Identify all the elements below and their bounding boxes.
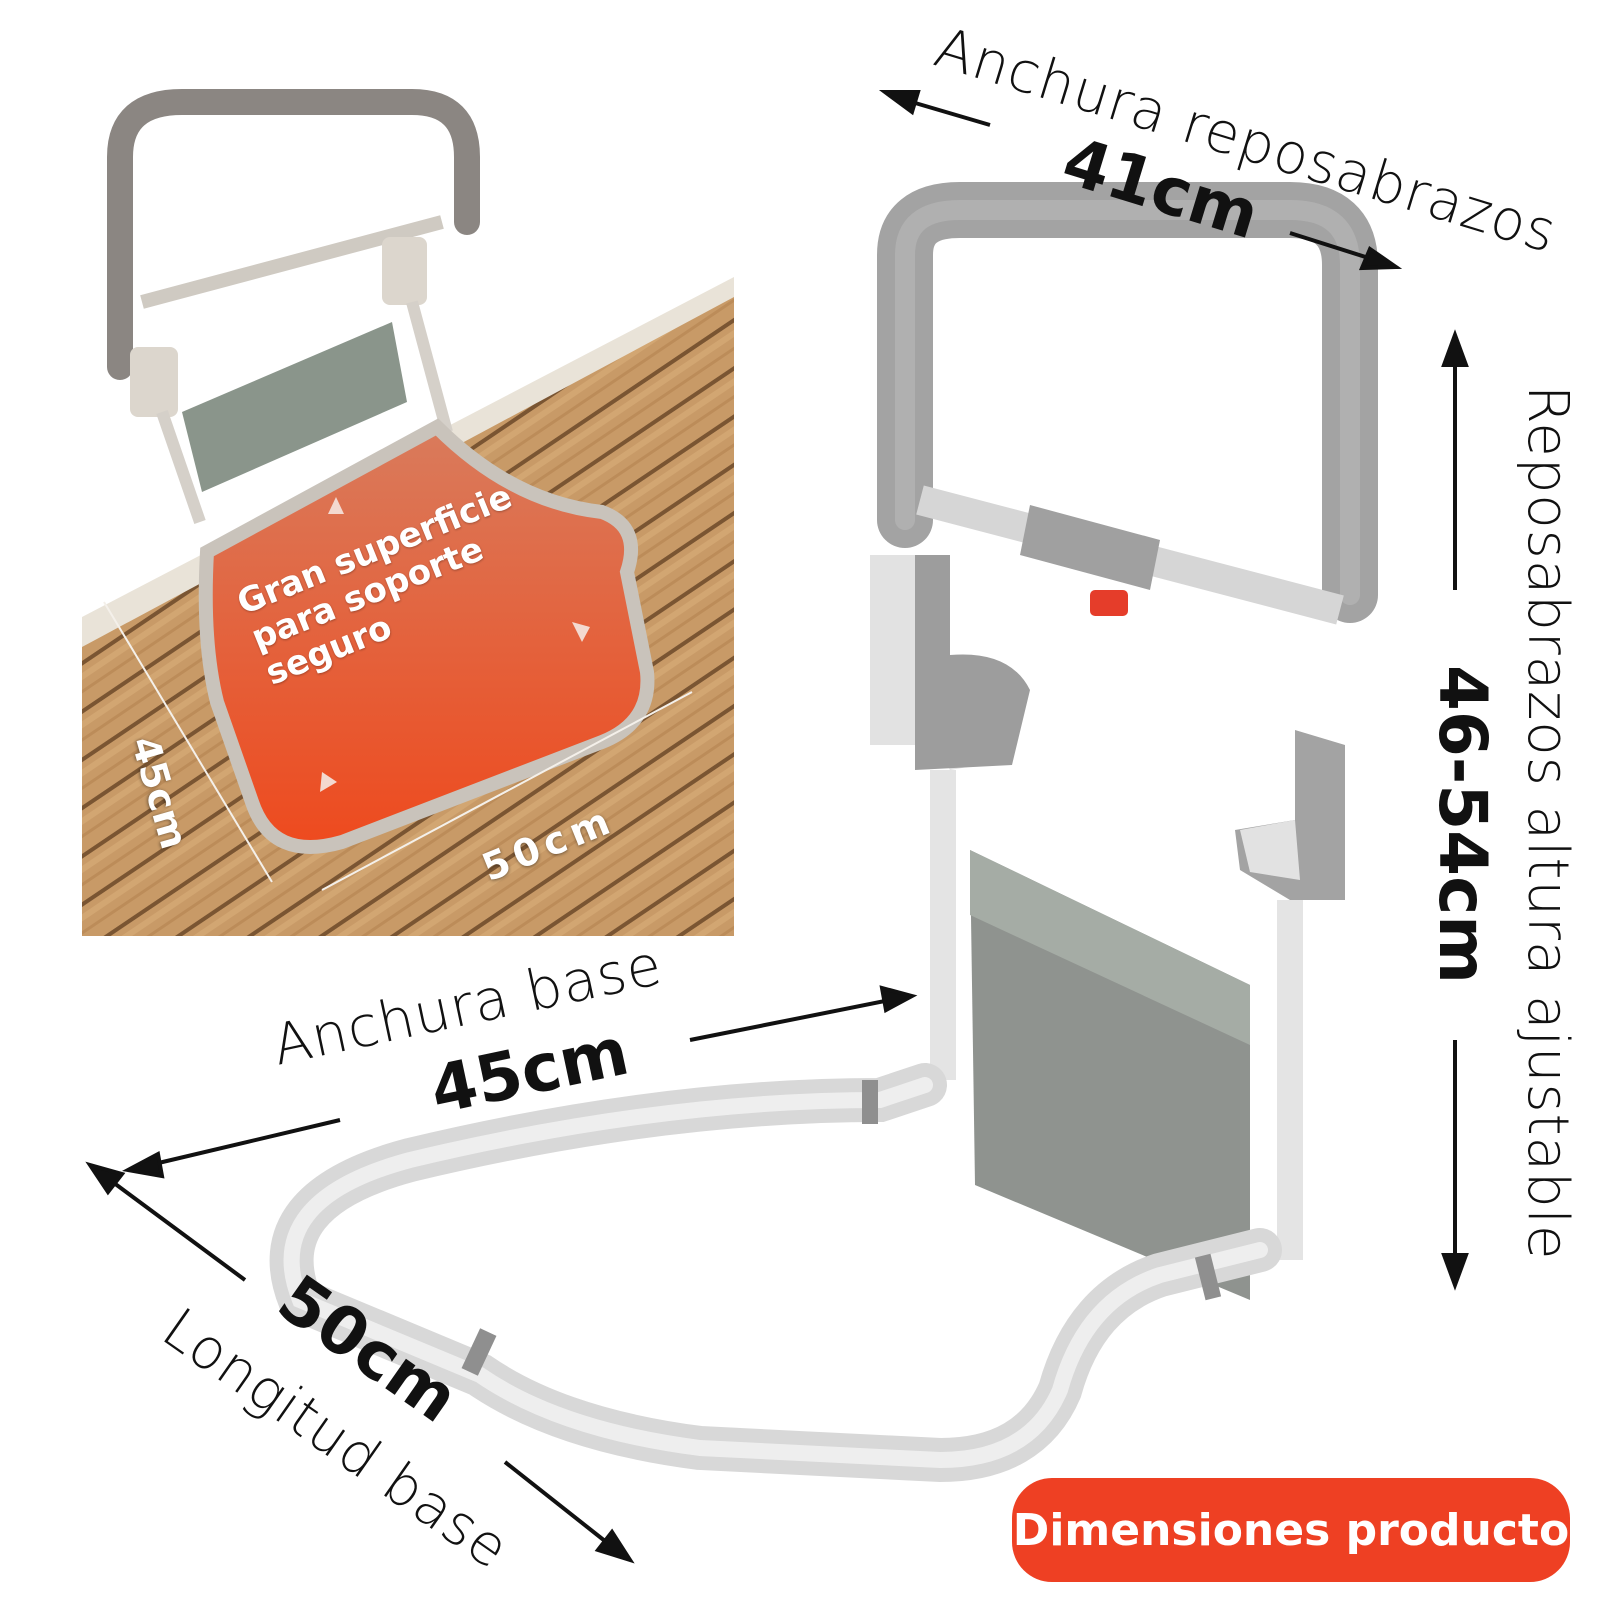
arrow-up-icon [328, 497, 344, 514]
release-button[interactable] [1090, 590, 1128, 616]
support-surface [198, 418, 655, 854]
arrow-down-icon [320, 772, 337, 792]
armrest-height-label: Reposabrazos altura ajustable [1515, 385, 1580, 1261]
armrest-height-value: 46-54cm [1424, 665, 1501, 984]
arrow-right-icon [572, 622, 590, 642]
inset-photo: Gran superficie para soporte seguro 45cm… [82, 82, 734, 936]
inset-illustration [82, 82, 734, 936]
product-dimensions-badge: Dimensiones producto [1012, 1478, 1570, 1582]
